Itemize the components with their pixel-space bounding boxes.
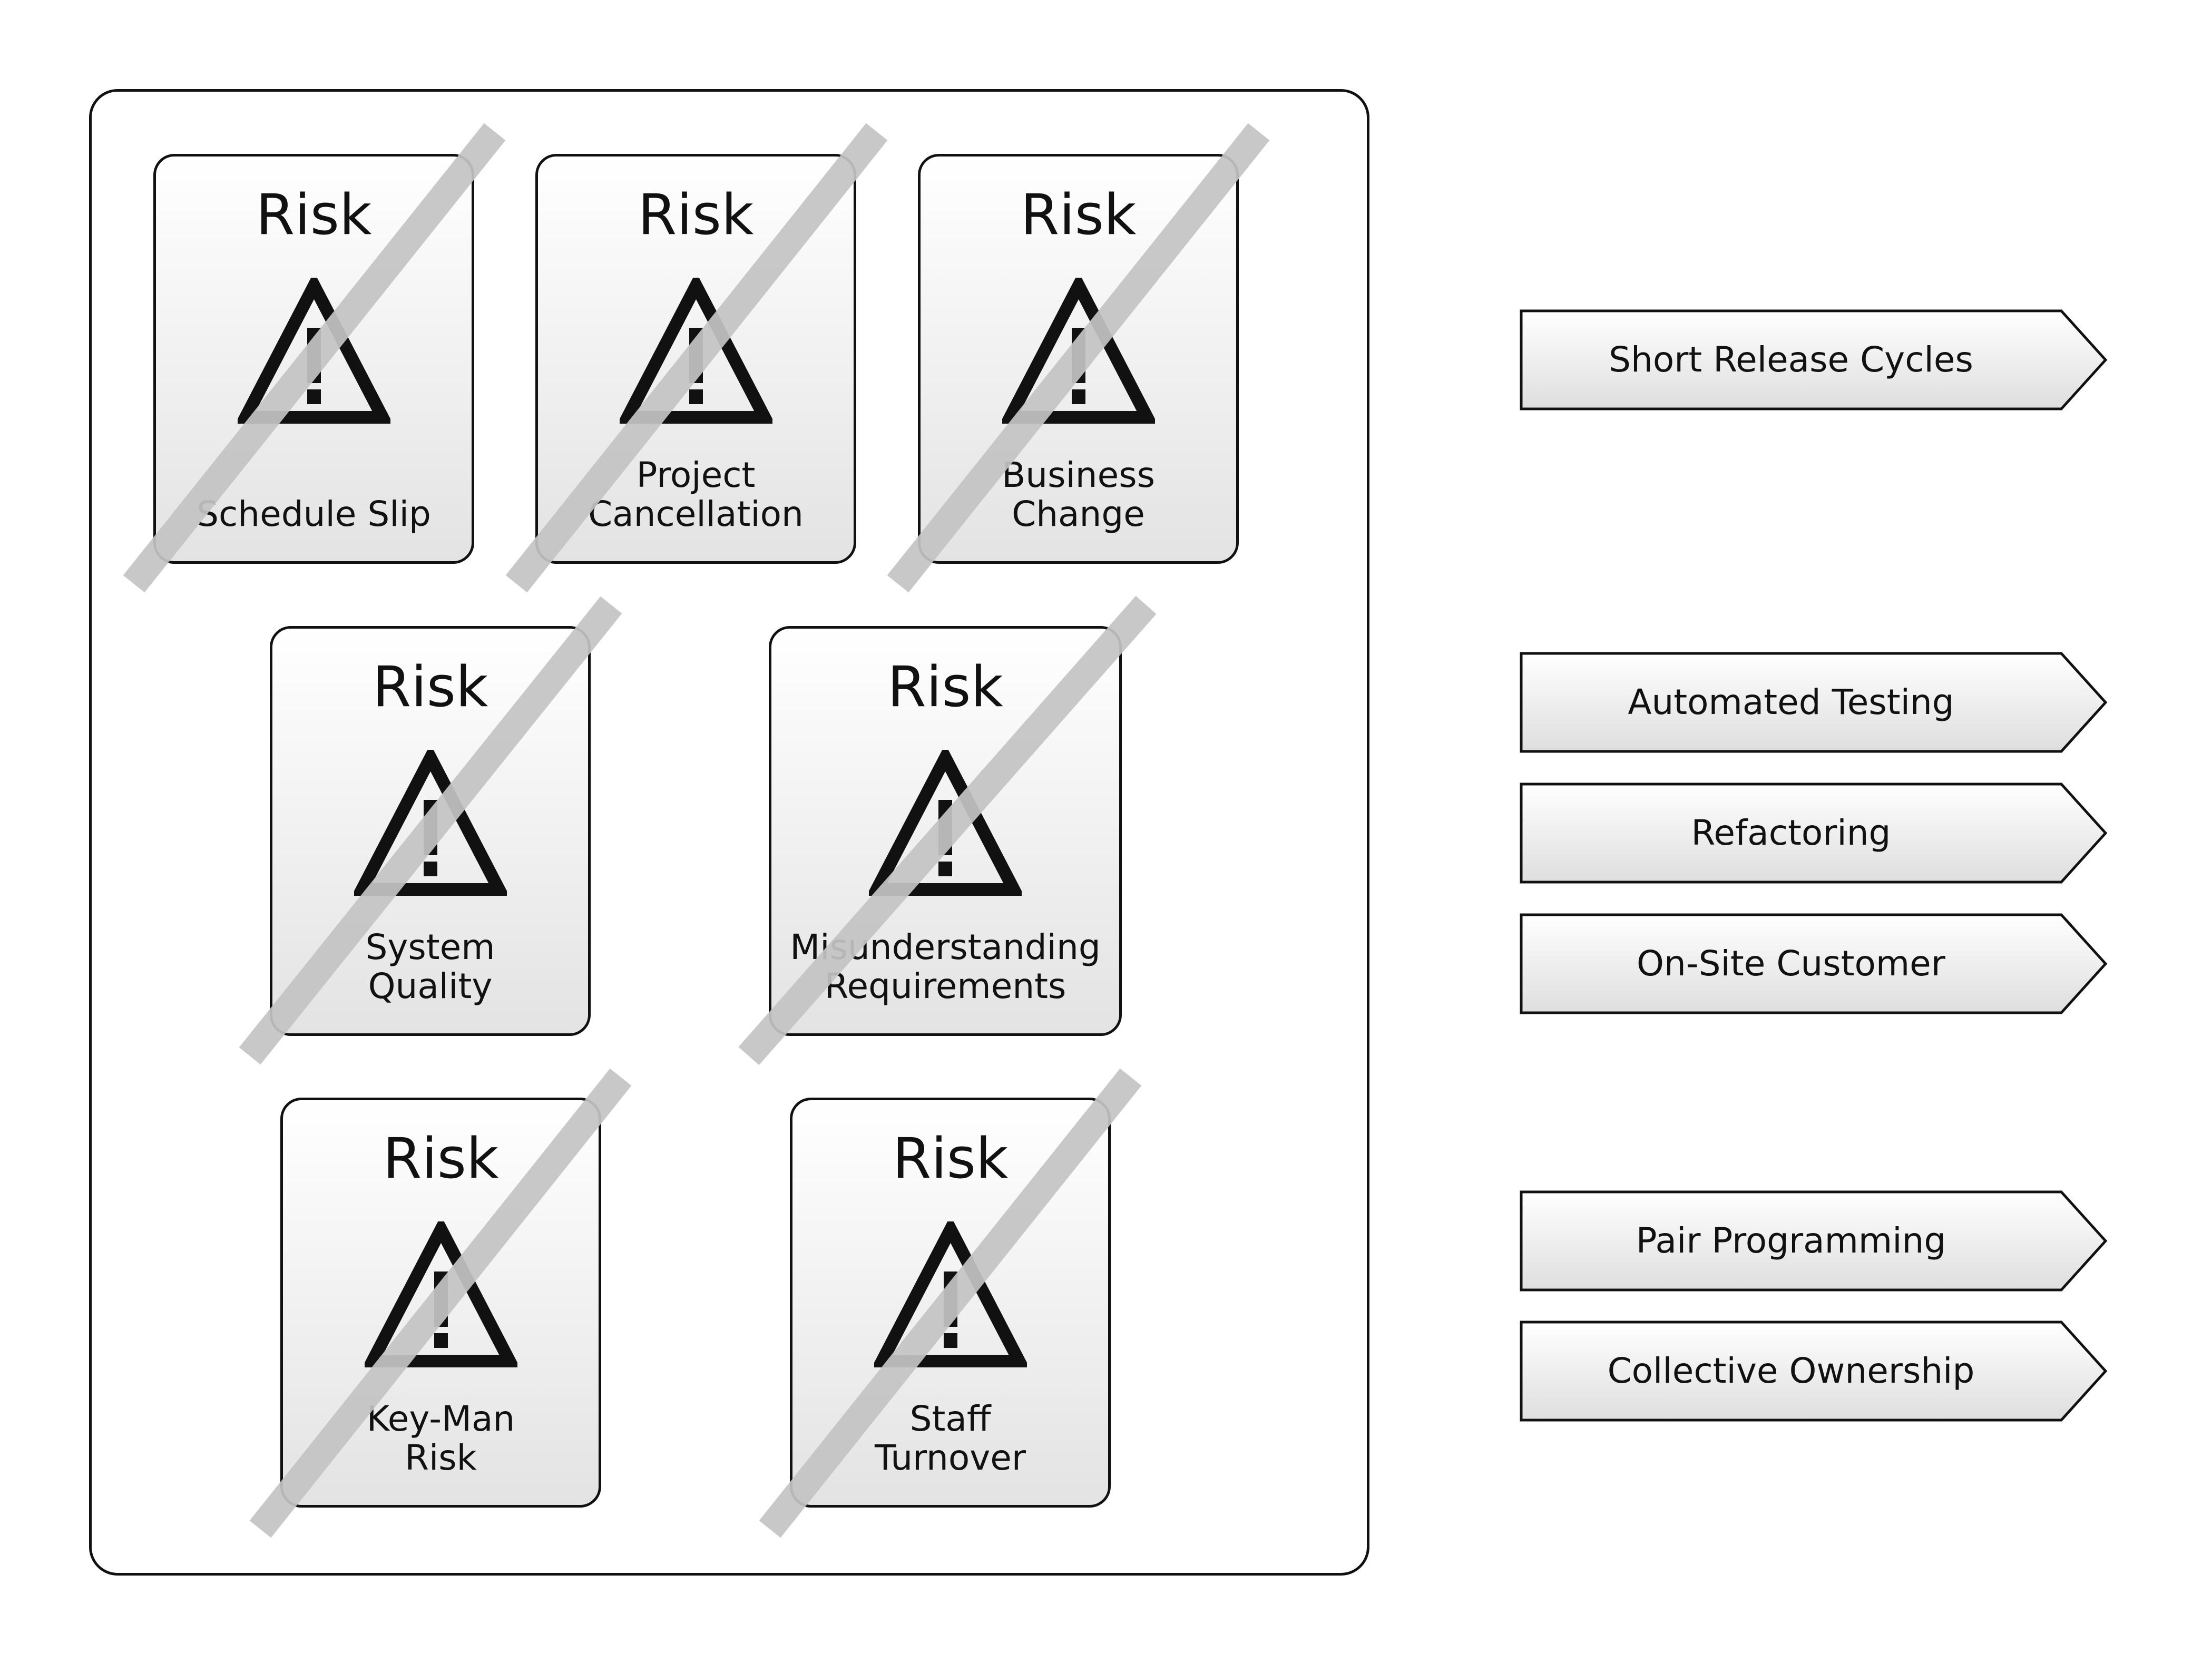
practice-label: Pair Programming: [1636, 1220, 1946, 1261]
warning-triangle-icon: [619, 278, 772, 424]
practice-collective-ownership: Collective Ownership: [1520, 1321, 2108, 1422]
practice-refactoring: Refactoring: [1520, 783, 2108, 884]
warning-triangle-icon: [237, 278, 390, 424]
arrow-tag-shape: [1520, 783, 2108, 884]
risk-card-staff-turnover: Risk Staff Turnover: [790, 1098, 1111, 1508]
risk-card-label: Project Cancellation: [588, 455, 804, 534]
practice-label: Automated Testing: [1628, 682, 1954, 722]
arrow-tag-shape: [1520, 652, 2108, 753]
risk-card-label: System Quality: [365, 927, 495, 1006]
risk-card-label: Schedule Slip: [197, 494, 431, 534]
arrow-tag-shape: [1520, 913, 2108, 1014]
arrow-tag-shape: [1520, 1190, 2108, 1292]
practice-automated-testing: Automated Testing: [1520, 652, 2108, 753]
risk-card-label: Misunderstanding Requirements: [790, 927, 1101, 1006]
practice-label: On-Site Customer: [1637, 943, 1945, 984]
risk-card-title: Risk: [638, 182, 754, 247]
warning-triangle-icon: [354, 750, 507, 896]
risk-card-title: Risk: [383, 1126, 499, 1191]
arrow-tag-shape: [1520, 1321, 2108, 1422]
practice-short-release-cycles: Short Release Cycles: [1520, 309, 2108, 410]
practice-pair-programming: Pair Programming: [1520, 1190, 2108, 1292]
risk-card-misunderstanding-requirements: Risk Misunderstanding Requirements: [769, 626, 1122, 1036]
warning-triangle-icon: [364, 1221, 517, 1367]
risk-card-title: Risk: [372, 654, 488, 719]
risk-card-label: Key-Man Risk: [366, 1398, 515, 1478]
practice-label: Collective Ownership: [1607, 1351, 1975, 1391]
risk-card-system-quality: Risk System Quality: [270, 626, 591, 1036]
risk-card-label: Staff Turnover: [874, 1398, 1026, 1478]
practice-label: Short Release Cycles: [1609, 339, 1973, 380]
risk-card-key-man-risk: Risk Key-Man Risk: [280, 1098, 601, 1508]
risk-card-title: Risk: [256, 182, 372, 247]
warning-triangle-icon: [869, 750, 1022, 896]
practice-label: Refactoring: [1691, 813, 1891, 853]
risk-card-title: Risk: [892, 1126, 1009, 1191]
warning-triangle-icon: [1002, 278, 1155, 424]
warning-triangle-icon: [874, 1221, 1027, 1367]
practice-on-site-customer: On-Site Customer: [1520, 913, 2108, 1014]
risk-card-schedule-slip: Risk Schedule Slip: [153, 154, 474, 564]
risk-card-label: Business Change: [1001, 455, 1156, 534]
risk-card-title: Risk: [887, 654, 1003, 719]
risk-card-title: Risk: [1020, 182, 1137, 247]
risk-card-business-change: Risk Business Change: [918, 154, 1239, 564]
risk-card-project-cancellation: Risk Project Cancellation: [535, 154, 856, 564]
arrow-tag-shape: [1520, 309, 2108, 410]
